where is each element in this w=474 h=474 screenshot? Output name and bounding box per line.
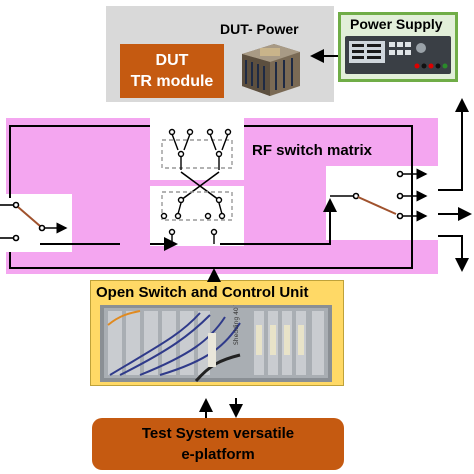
test-system-platform-box: Test System versatile e-platform [92, 418, 344, 470]
left-switch-icon [0, 201, 68, 242]
right-switch-icon [330, 168, 428, 222]
frame-line [9, 125, 413, 269]
matrix-switch-top-box [150, 118, 244, 180]
dut-power-label: DUT- Power [220, 21, 299, 37]
dut-label: DUT [155, 52, 189, 69]
tr-module-label: TR module [130, 73, 214, 90]
rf-switch-matrix-label: RF switch matrix [252, 142, 373, 159]
svg-text:Shedding 40 TS-PN 1: Shedding 40 TS-PN 1 [233, 305, 240, 345]
platform-line1: Test System versatile [141, 425, 295, 442]
power-supply-label: Power Supply [350, 16, 443, 32]
control-unit-label: Open Switch and Control Unit [96, 284, 309, 301]
matrix-switches-bottom [160, 191, 233, 244]
matrix-cross [180, 171, 220, 201]
inner-path-right [220, 198, 337, 245]
right-edge-lines [438, 98, 472, 272]
dut-tr-module-box: DUT TR module [120, 44, 224, 98]
control-unit-rack-image: Shedding 40 TS-PN 1 [100, 305, 332, 382]
power-supply-device-image [345, 36, 451, 74]
dut-device-image [242, 44, 300, 96]
matrix-switches-top [161, 128, 233, 170]
platform-line2: e-platform [181, 446, 255, 463]
